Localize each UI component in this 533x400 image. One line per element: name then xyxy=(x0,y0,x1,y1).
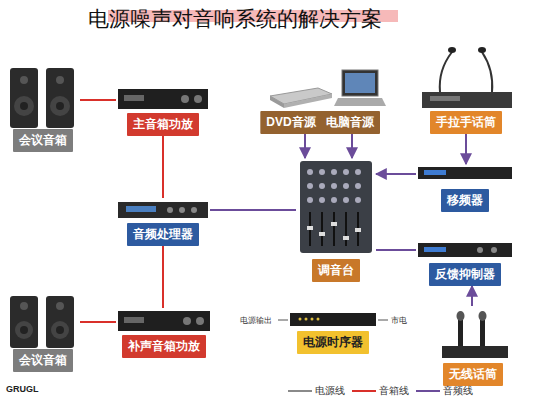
mixing-console xyxy=(300,161,372,253)
connector xyxy=(80,321,116,323)
connector xyxy=(471,286,473,306)
amplifier xyxy=(118,311,210,331)
device-unit: 电源时序器 xyxy=(286,310,380,354)
device-unit: 调音台 xyxy=(296,158,376,282)
device-label: 会议音箱 xyxy=(13,129,73,152)
audio-processor xyxy=(118,202,208,218)
device-unit: 反馈抑制器 xyxy=(416,240,514,286)
device-unit: 音频处理器 xyxy=(116,198,210,246)
title: 电源噪声对音响系统的解决方案 xyxy=(88,5,382,33)
device-unit: 无线话筒 xyxy=(436,306,510,386)
device-label: 会议音箱 xyxy=(13,349,73,372)
device-label: 移频器 xyxy=(441,189,489,212)
rack-unit xyxy=(418,243,512,257)
device-unit: 电脑音源 xyxy=(319,68,381,134)
amplifier xyxy=(118,89,208,109)
device-unit: 补声音箱功放 xyxy=(116,308,212,358)
rack-unit xyxy=(418,167,512,179)
connector xyxy=(351,134,353,158)
device-label: 反馈抑制器 xyxy=(429,263,501,286)
device-label: 电源时序器 xyxy=(297,331,369,354)
legend-sample xyxy=(288,390,312,392)
device-label: 主音箱功放 xyxy=(127,113,199,136)
leader-line xyxy=(278,320,288,321)
power-sequencer xyxy=(290,313,376,326)
leader-line xyxy=(378,320,388,321)
legend-sample xyxy=(352,390,376,392)
connector xyxy=(162,246,164,308)
device-label: 调音台 xyxy=(312,259,360,282)
dvd-player xyxy=(270,88,332,108)
device-label: 补声音箱功放 xyxy=(122,335,206,358)
connector xyxy=(465,134,467,164)
device-unit: 手拉手话筒 xyxy=(418,42,514,134)
connector xyxy=(210,209,296,211)
device-label: 音频处理器 xyxy=(127,223,199,246)
speaker-pair xyxy=(10,68,74,128)
conference-microphone xyxy=(422,47,512,108)
legend-text: 音箱线 xyxy=(379,384,409,398)
note-label: 市电 xyxy=(391,315,407,326)
connector xyxy=(376,173,416,175)
device-label: 电脑音源 xyxy=(320,111,380,134)
note-label: 电源输出 xyxy=(240,315,272,326)
device-unit: 主音箱功放 xyxy=(116,86,210,136)
speaker-pair xyxy=(10,296,74,348)
device-label: 手拉手话筒 xyxy=(430,111,502,134)
legend-sample xyxy=(416,390,440,392)
device-unit: 会议音箱 xyxy=(5,65,80,152)
connector xyxy=(80,99,116,101)
connector xyxy=(162,136,164,198)
device-unit: 会议音箱 xyxy=(5,294,80,372)
legend-text: 音频线 xyxy=(443,384,473,398)
wireless-microphone xyxy=(442,311,508,358)
legend-text: 电源线 xyxy=(315,384,345,398)
connector xyxy=(376,249,416,251)
device-label: 无线话筒 xyxy=(443,363,503,386)
note-label: GRUGL xyxy=(6,384,39,394)
device-unit: 移频器 xyxy=(416,164,514,212)
connector xyxy=(304,134,306,158)
laptop xyxy=(334,70,386,106)
device-unit: DVD音源 xyxy=(259,82,322,134)
device-label: DVD音源 xyxy=(260,111,321,134)
